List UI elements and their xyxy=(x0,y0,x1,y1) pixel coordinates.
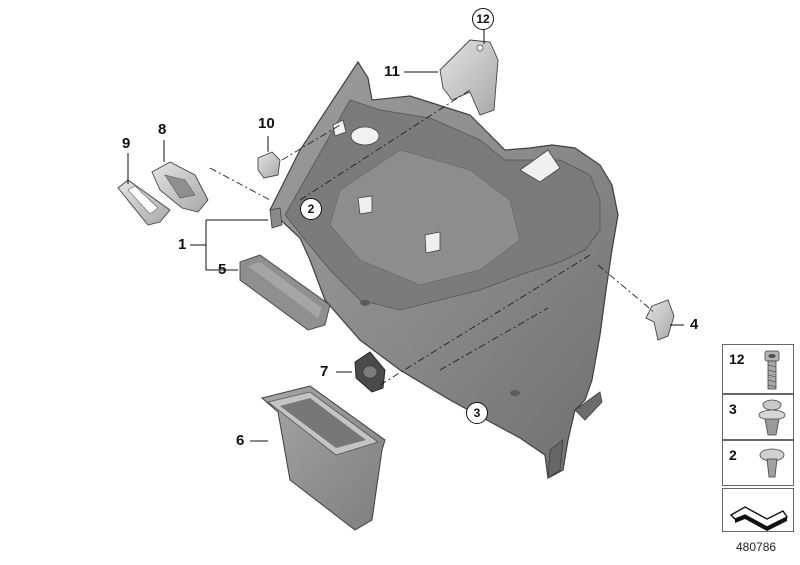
light-housing-part xyxy=(151,161,209,213)
legend-rivet-2: 2 xyxy=(722,440,794,486)
callout-8: 8 xyxy=(158,121,167,138)
callout-11: 11 xyxy=(384,63,400,80)
callout-3: 3 xyxy=(466,402,488,424)
diagram-number: 480786 xyxy=(736,540,777,554)
callout-5: 5 xyxy=(218,261,227,278)
clip-icon xyxy=(758,399,786,436)
callout-12: 12 xyxy=(472,8,494,30)
callout-1: 1 xyxy=(178,236,187,253)
legend-label-3: 3 xyxy=(729,401,737,417)
assembly-lines xyxy=(209,89,656,386)
legend-symbol xyxy=(722,488,794,532)
cover-cap-part xyxy=(257,151,281,179)
callout-4: 4 xyxy=(690,316,699,333)
screw-icon xyxy=(764,350,780,390)
socket-part xyxy=(354,351,386,393)
callout-9: 9 xyxy=(122,135,131,152)
callout-10: 10 xyxy=(258,115,275,132)
callout-2: 2 xyxy=(300,198,322,220)
legend-label-2: 2 xyxy=(729,447,737,463)
side-trim-panel xyxy=(269,60,619,479)
flat-cover-part xyxy=(239,254,331,331)
callout-7: 7 xyxy=(320,363,329,380)
callout-6: 6 xyxy=(236,432,245,449)
hook-part xyxy=(645,299,675,341)
trim-profile-icon xyxy=(729,506,789,531)
light-frame-part xyxy=(117,179,171,226)
bracket-part xyxy=(439,39,499,116)
storage-bin-part xyxy=(260,385,386,531)
rivet-icon xyxy=(759,448,785,478)
legend-label-12: 12 xyxy=(729,351,745,367)
leader-lines xyxy=(127,25,684,442)
legend-screw-12: 12 xyxy=(722,344,794,394)
legend-clip-3: 3 xyxy=(722,394,794,440)
